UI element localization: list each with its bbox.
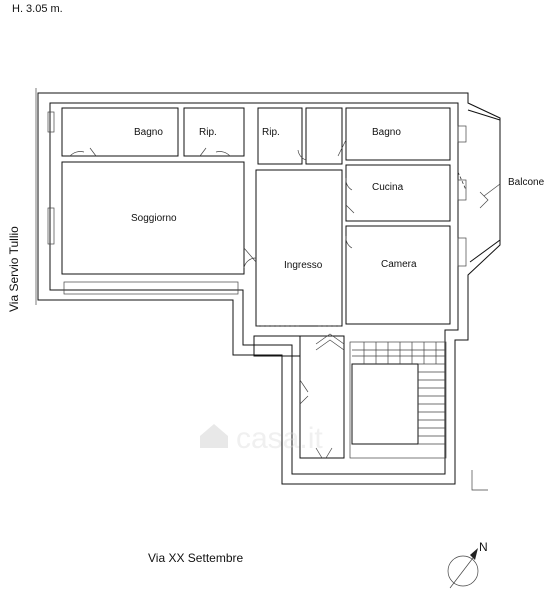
room-walls — [61, 107, 451, 459]
dashed-boundaries — [256, 171, 467, 327]
watermark: casa.it — [200, 422, 323, 455]
compass-north-label: N — [479, 540, 488, 554]
street-label-west: Via Servio Tullio — [7, 226, 21, 312]
room-label-soggiorno: Soggiorno — [131, 213, 177, 224]
street-label-south: Via XX Settembre — [148, 551, 243, 565]
house-logo-icon — [200, 424, 228, 448]
room-label-rip-right: Rip. — [262, 127, 280, 138]
room-label-bagno-left: Bagno — [134, 127, 163, 138]
room-label-balcone: Balcone — [508, 177, 545, 188]
north-arrow-icon: N — [447, 540, 488, 589]
room-label-rip-left: Rip. — [199, 127, 217, 138]
room-label-camera: Camera — [381, 259, 417, 270]
balcony — [467, 109, 501, 263]
doors — [69, 139, 355, 459]
room-label-cucina: Cucina — [372, 182, 404, 193]
watermark-text: casa.it — [236, 422, 323, 455]
room-label-ingresso: Ingresso — [284, 260, 323, 271]
windows — [47, 111, 467, 267]
staircase — [349, 341, 447, 459]
room-label-bagno-right: Bagno — [372, 127, 401, 138]
height-note: H. 3.05 m. — [12, 3, 63, 15]
